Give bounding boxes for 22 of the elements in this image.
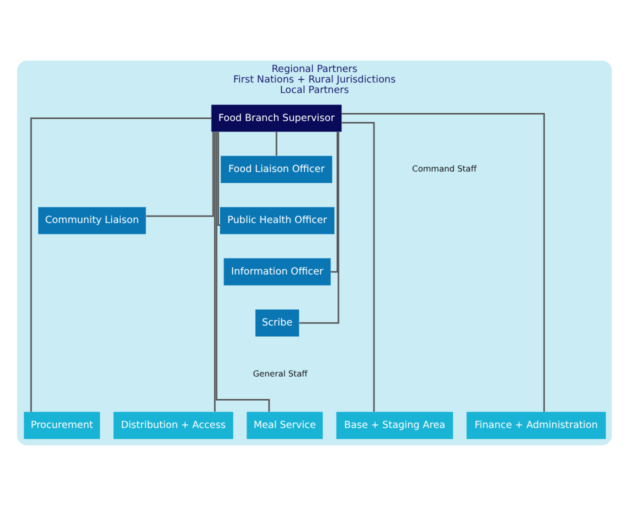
node-box: Distribution + Access xyxy=(114,412,234,439)
connector xyxy=(146,132,214,217)
node-box: Public Health Officer xyxy=(220,207,334,234)
node-box: Finance + Administration xyxy=(466,412,606,439)
connector xyxy=(342,122,375,412)
node-box: Information Officer xyxy=(224,258,331,286)
node-box: Community Liaison xyxy=(38,207,146,234)
connector xyxy=(214,132,216,412)
connector xyxy=(218,132,220,226)
label: General Staff xyxy=(253,368,308,378)
label: Command Staff xyxy=(412,164,477,174)
node-box: Base + Staging Area xyxy=(336,412,454,439)
connector xyxy=(30,118,212,412)
node-box: Scribe xyxy=(255,309,300,337)
connector xyxy=(299,132,340,324)
node-box: Meal Service xyxy=(246,412,323,439)
node-box: Food Liaison Officer xyxy=(220,156,332,183)
connector xyxy=(342,112,545,412)
node-box: Food Branch Supervisor xyxy=(211,104,342,132)
connector xyxy=(276,132,278,156)
node-box: Procurement xyxy=(24,412,100,439)
connector xyxy=(330,132,338,273)
